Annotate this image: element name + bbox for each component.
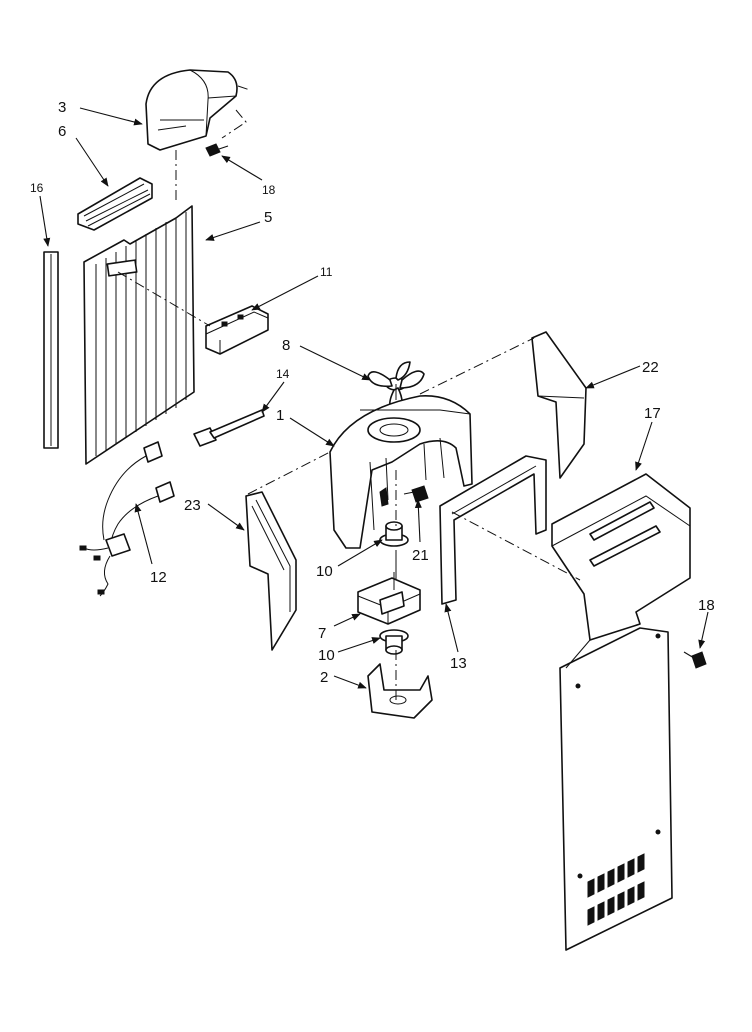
part-13-channel [439, 455, 547, 605]
part-17-rear-panel [551, 473, 691, 951]
callout-16: 16 [30, 181, 44, 195]
callout-17: 17 [644, 405, 661, 422]
callout-11: 11 [320, 265, 333, 279]
part-21-screw [403, 485, 429, 503]
callout-labels: 3 6 16 18 5 11 8 22 14 1 17 23 21 10 12 … [30, 99, 715, 686]
part-22-side-panel [531, 331, 587, 479]
part-18-screw-right [683, 651, 707, 669]
part-2-motor-bracket [367, 663, 433, 719]
part-10-bushing-top [379, 521, 409, 547]
part-8-fan-blade [367, 361, 425, 413]
callout-23: 23 [184, 497, 201, 514]
callout-3: 3 [58, 99, 66, 116]
callout-14: 14 [276, 367, 290, 381]
callout-12: 12 [150, 569, 167, 586]
vent-slots [587, 853, 645, 926]
part-16-gasket-strip [43, 251, 59, 449]
part-14-thermistor [193, 409, 265, 447]
part-11-control-box [205, 305, 269, 355]
callout-8: 8 [282, 337, 290, 354]
callout-21: 21 [412, 547, 429, 564]
cover-ribs [95, 212, 187, 456]
assembly-lines [117, 271, 581, 700]
leader-lines [39, 107, 709, 689]
callout-10-bottom: 10 [318, 647, 335, 664]
callout-1: 1 [276, 407, 284, 424]
part-23-side-panel [245, 491, 297, 651]
part-12-wire-harness [79, 441, 175, 597]
part-5-evaporator-cover [83, 205, 195, 465]
callout-7: 7 [318, 625, 326, 642]
callout-6: 6 [58, 123, 66, 140]
part-6-louver [77, 177, 153, 231]
part-7-fan-motor [357, 550, 421, 625]
callout-18-top: 18 [262, 183, 276, 197]
part-10-bushing-bottom [379, 629, 409, 655]
part-18-screw-top [205, 143, 229, 157]
callout-10-top: 10 [316, 563, 333, 580]
callout-18-right: 18 [698, 597, 715, 614]
callout-22: 22 [642, 359, 659, 376]
part-1-fan-shroud [329, 395, 473, 549]
callout-5: 5 [264, 209, 272, 226]
part-3-air-duct [145, 69, 251, 200]
callout-2: 2 [320, 669, 328, 686]
callout-13: 13 [450, 655, 467, 672]
